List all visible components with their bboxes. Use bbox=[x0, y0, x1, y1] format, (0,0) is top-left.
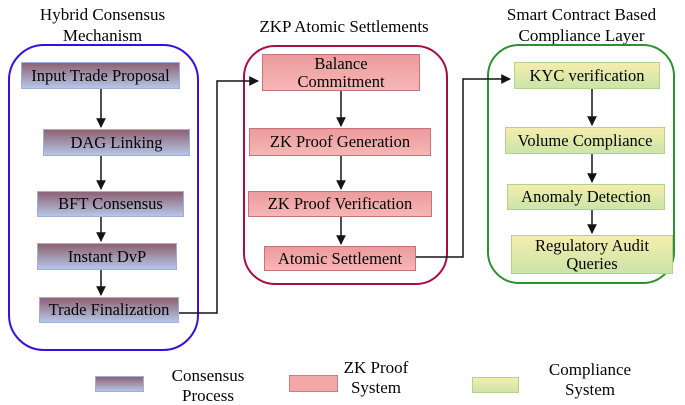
legend-label-consensus: Consensus Process bbox=[171, 366, 245, 405]
flow-box-volume-compliance: Volume Compliance bbox=[505, 127, 665, 154]
flow-box-trade-finalization: Trade Finalization bbox=[39, 297, 179, 323]
flow-box-atomic-settlement: Atomic Settlement bbox=[264, 246, 416, 271]
flow-box-zk-proof-generation: ZK Proof Generation bbox=[249, 128, 431, 156]
legend-label-compliance: Compliance System bbox=[548, 360, 632, 399]
flow-box-kyc-verification: KYC verification bbox=[514, 62, 660, 89]
flow-box-zk-proof-verification: ZK Proof Verification bbox=[248, 191, 432, 217]
legend-swatch-consensus bbox=[95, 376, 144, 392]
flow-box-instant-dvp: Instant DvP bbox=[37, 243, 177, 270]
flow-box-anomaly-detection: Anomaly Detection bbox=[507, 184, 665, 210]
flow-box-balance-commitment-label: Balance Commitment bbox=[297, 53, 385, 91]
compliance-column-title: Smart Contract Based Compliance Layer bbox=[506, 5, 657, 45]
flow-box-dag-linking: DAG Linking bbox=[43, 129, 190, 156]
flow-box-bft-consensus: BFT Consensus bbox=[37, 191, 184, 217]
consensus-column-title: Hybrid Consensus Mechanism bbox=[39, 5, 166, 45]
legend-label-zk-proof: ZK Proof System bbox=[343, 358, 409, 397]
flow-box-regulatory-audit-queries: Regulatory Audit Queries bbox=[511, 235, 673, 274]
flow-box-balance-commitment: Balance Commitment bbox=[262, 54, 420, 91]
flow-box-input-trade-proposal: Input Trade Proposal bbox=[21, 62, 180, 89]
legend-swatch-compliance bbox=[472, 377, 519, 393]
legend-swatch-zk-proof bbox=[289, 375, 338, 392]
zkp-column-title: ZKP Atomic Settlements bbox=[259, 17, 429, 36]
